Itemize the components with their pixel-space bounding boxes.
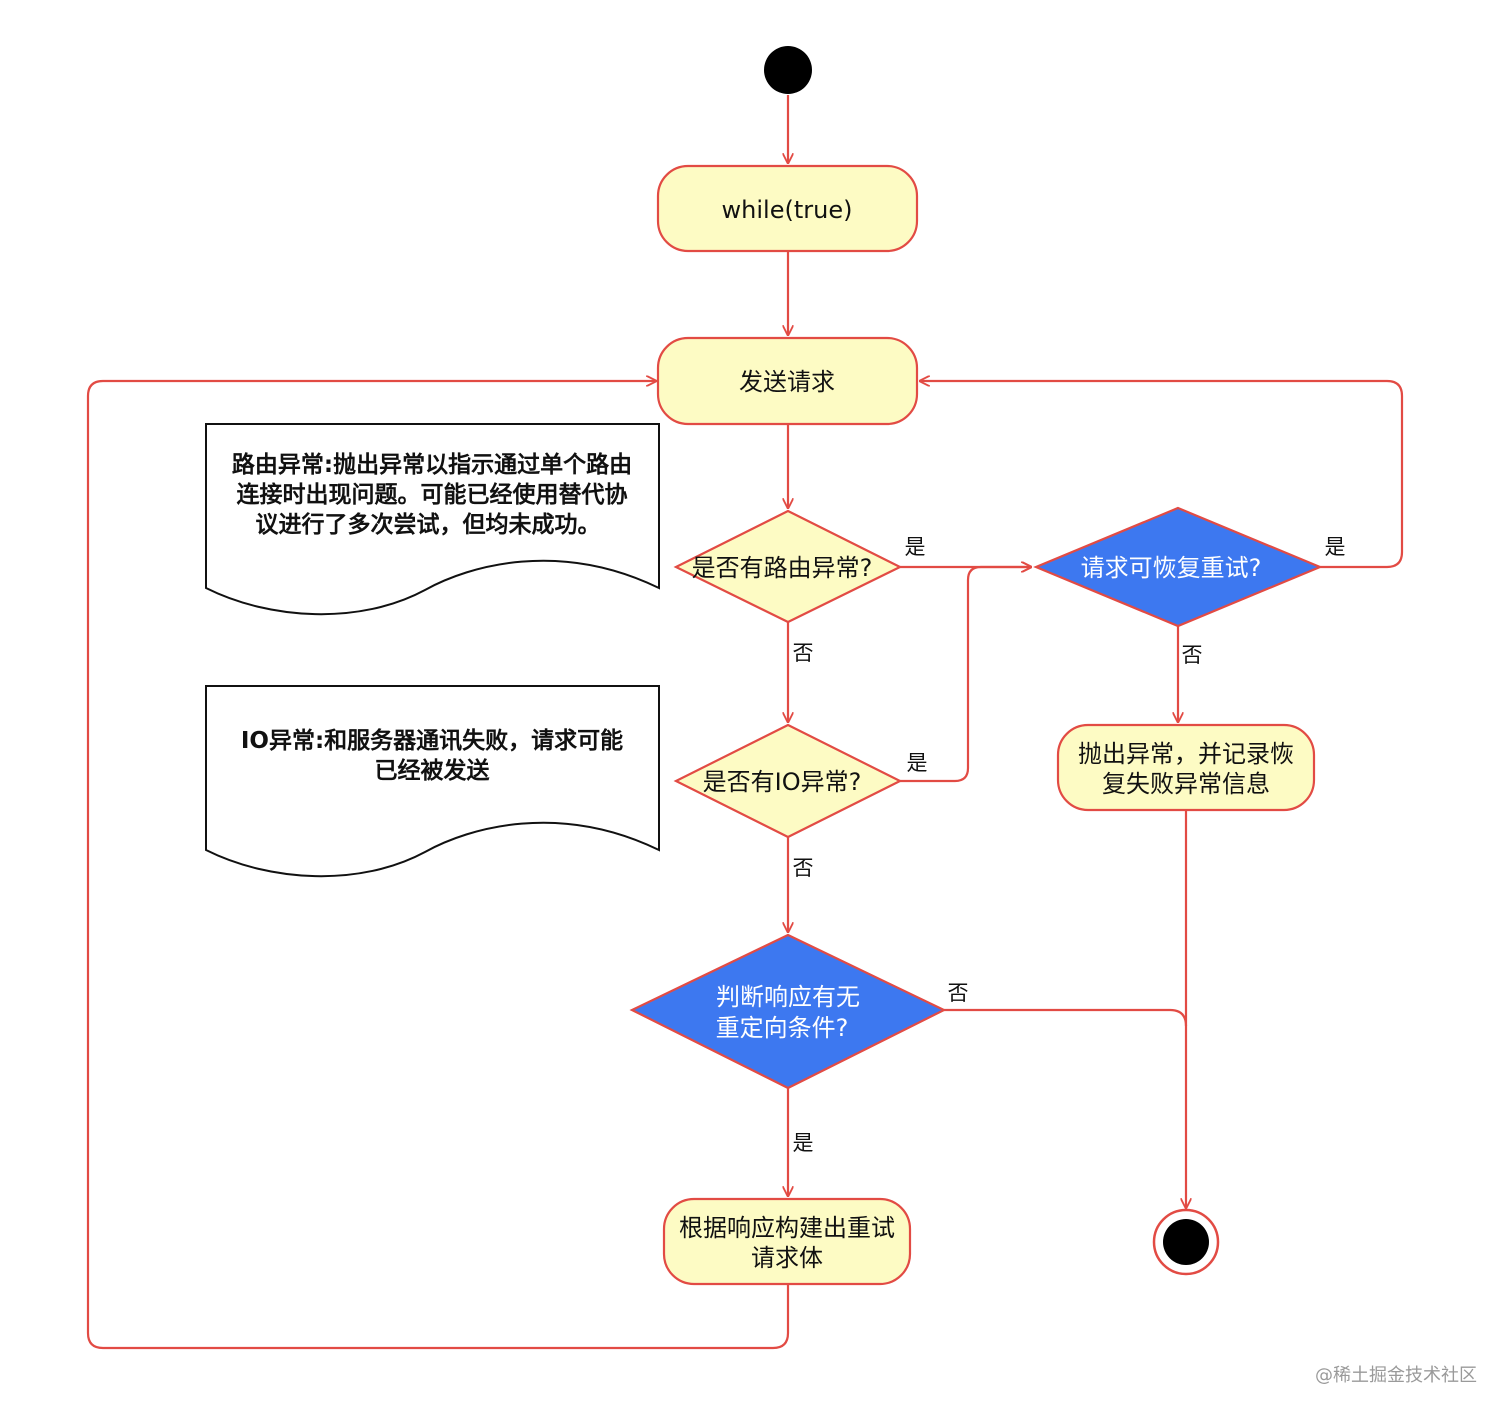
redirect-yes-label: 是 [793,1131,814,1155]
recover-decision-label: 请求可恢复重试? [1081,554,1262,582]
io-note-line1: IO异常:和服务器通讯失败，请求可能 [241,727,623,754]
io-note-line2: 已经被发送 [375,757,490,784]
route-no-label: 否 [793,641,814,665]
end-node [1152,1208,1220,1276]
route-yes-label: 是 [905,535,926,559]
recover-no-label: 否 [1182,643,1203,667]
start-node [764,46,812,94]
io-exception-note: IO异常:和服务器通讯失败，请求可能 已经被发送 [205,685,660,878]
edge-recover-yes-to-send [920,381,1404,569]
build-retry-label-line1: 根据响应构建出重试 [679,1214,895,1242]
send-request-node: 发送请求 [656,336,919,426]
while-node-label: while(true) [722,196,853,224]
watermark: @稀土掘金技术社区 [1315,1365,1477,1386]
throw-exception-node: 抛出异常，并记录恢 复失败异常信息 [1056,723,1316,812]
while-node: while(true) [656,164,919,253]
io-decision: 是否有IO异常? [673,723,903,839]
edge-redirect-no-to-end [944,1008,1188,1027]
io-yes-label: 是 [907,751,928,775]
route-note-line1: 路由异常:抛出异常以指示通过单个路由 [232,451,632,478]
throw-exception-label-line1: 抛出异常，并记录恢 [1078,740,1294,768]
edges [86,95,1404,1350]
recover-decision: 请求可恢复重试? [1033,506,1323,628]
edge-build-to-send [86,381,790,1350]
io-no-label: 否 [793,856,814,880]
route-note-line2: 连接时出现问题。可能已经使用替代协 [237,481,628,508]
redirect-decision-label-line1: 判断响应有无 [716,983,860,1011]
route-exception-note: 路由异常:抛出异常以指示通过单个路由 连接时出现问题。可能已经使用替代协 议进行… [205,423,660,616]
redirect-no-label: 否 [948,981,969,1005]
route-decision-label: 是否有路由异常? [692,554,873,582]
throw-exception-label-line2: 复失败异常信息 [1102,770,1270,798]
edge-io-yes-to-recover [900,567,1031,783]
io-decision-label: 是否有IO异常? [703,768,862,796]
redirect-decision: 判断响应有无 重定向条件? [629,933,947,1090]
redirect-decision-label-line2: 重定向条件? [716,1014,849,1042]
route-note-line3: 议进行了多次尝试，但均未成功。 [256,511,601,538]
send-request-label: 发送请求 [739,368,835,396]
recover-yes-label: 是 [1325,535,1346,559]
build-retry-label-line2: 请求体 [751,1244,823,1272]
route-decision: 是否有路由异常? [673,509,903,624]
build-retry-node: 根据响应构建出重试 请求体 [662,1197,912,1286]
